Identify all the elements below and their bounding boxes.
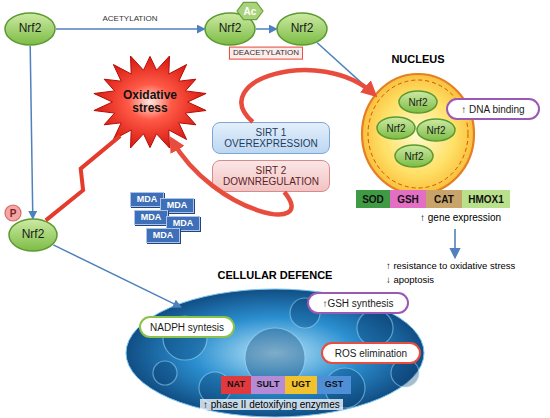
node-text: Ac (244, 6, 257, 17)
node-text: Nrf2 (219, 22, 242, 35)
gene-box: CAT (426, 190, 462, 208)
node-text: Nrf2 (409, 97, 428, 108)
gene-box: SOD (356, 190, 390, 208)
phospho-circle: P (4, 204, 22, 222)
effect-pill: ↑ DNA binding (446, 98, 540, 120)
node-text: MDA (173, 219, 194, 229)
cell-texture (357, 310, 393, 346)
node-text: Nrf2 (291, 22, 314, 35)
hexagon-outline (237, 2, 263, 19)
nrf2-oval: Nrf2 (276, 12, 328, 46)
curved-arrow (172, 140, 292, 214)
node-text: GSH (397, 194, 419, 205)
nrf2-oval: Nrf2 (398, 90, 438, 114)
sirt-box: SIRT 2 DOWNREGULATION (212, 160, 330, 192)
node-text: GST (325, 380, 344, 390)
nrf2-oval: Nrf2 (394, 144, 434, 168)
mda-tile: MDA (130, 192, 164, 207)
sirt-box: SIRT 1 OVEREXPRESSION (212, 122, 330, 154)
cell-texture (153, 361, 177, 385)
oval-outline (377, 117, 415, 139)
starburst-outline (94, 56, 206, 148)
node-text: SIRT 2 DOWNREGULATION (221, 165, 321, 187)
nucleus-membrane (368, 80, 468, 188)
nucleus-circle: NUCLEUSNrf2Nrf2Nrf2Nrf2 (360, 72, 476, 196)
node-text: NADPH syntesis (150, 322, 224, 333)
gene-box: GSH (390, 190, 426, 208)
node-heading: NUCLEUS (320, 53, 516, 65)
annotation-text: ↓ apoptosis (386, 275, 434, 285)
oval-outline (399, 91, 437, 113)
nrf2-oval: Nrf2 (416, 118, 456, 142)
nucleus-outline (362, 74, 474, 194)
node-text: ROS elimination (335, 348, 407, 359)
curved-arrow (241, 70, 373, 122)
node-text: Nrf2 (22, 228, 45, 241)
gene-box: HMOX1 (462, 190, 510, 208)
node-text: Nrf2 (387, 123, 406, 134)
enzyme-box: SULT (251, 376, 285, 394)
annotation-text: ↑ phase II detoxifying enzymes (200, 399, 343, 410)
mda-tile: MDA (134, 210, 168, 225)
node-text: SOD (362, 194, 384, 205)
node-text: UGT (292, 380, 311, 390)
nrf2-oval: Nrf2 (8, 218, 58, 252)
result-arrow (454, 229, 456, 257)
node-text: MDA (167, 201, 188, 211)
node-text: Nrf2 (405, 151, 424, 162)
edge-label: ACETYLATION (103, 15, 158, 24)
node-text: SULT (257, 380, 280, 390)
lightning-bolt (46, 136, 120, 221)
flow-arrow (56, 28, 204, 30)
flow-arrow (30, 46, 33, 218)
node-text: HMOX1 (468, 194, 504, 205)
effect-pill: NADPH syntesis (139, 316, 235, 338)
cell-outline (126, 289, 424, 417)
nrf2-oval: Nrf2 (376, 116, 416, 140)
node-text: P (10, 208, 17, 219)
circle-outline (5, 205, 21, 221)
oval-outline (417, 119, 455, 141)
node-text: ↑ DNA binding (461, 104, 524, 115)
enzyme-box: UGT (285, 376, 317, 394)
effect-pill: ROS elimination (321, 342, 421, 364)
node-text: Oxidative stress (115, 89, 185, 115)
flow-arrow (53, 245, 180, 307)
edge-label: DEACETYLATION (229, 47, 303, 60)
effect-pill: ↑GSH synthesis (307, 292, 409, 314)
enzyme-box: NAT (221, 376, 251, 394)
oval-outline (5, 13, 55, 45)
node-text: MDA (137, 195, 158, 205)
oval-outline (9, 219, 57, 251)
node-text: SIRT 1 OVEREXPRESSION (221, 127, 321, 149)
enzyme-box: GST (317, 376, 351, 394)
stress-starburst: Oxidative stress (92, 52, 208, 152)
annotation-text: ↑ gene expression (420, 212, 501, 223)
oval-outline (395, 145, 433, 167)
flow-arrow (256, 28, 276, 30)
mda-tile: MDA (146, 228, 180, 243)
nrf2-oval: Nrf2 (4, 12, 56, 46)
node-text: Nrf2 (19, 22, 42, 35)
node-text: NAT (227, 380, 245, 390)
acetyl-hexagon: Ac (236, 0, 264, 22)
node-text: MDA (153, 231, 174, 241)
oval-outline (277, 13, 327, 45)
node-text: ↑GSH synthesis (322, 298, 393, 309)
node-text: Nrf2 (427, 125, 446, 136)
node-text: CAT (434, 194, 454, 205)
annotation-text: ↑ resistance to oxidative stress (386, 261, 515, 271)
node-text: MDA (141, 213, 162, 223)
